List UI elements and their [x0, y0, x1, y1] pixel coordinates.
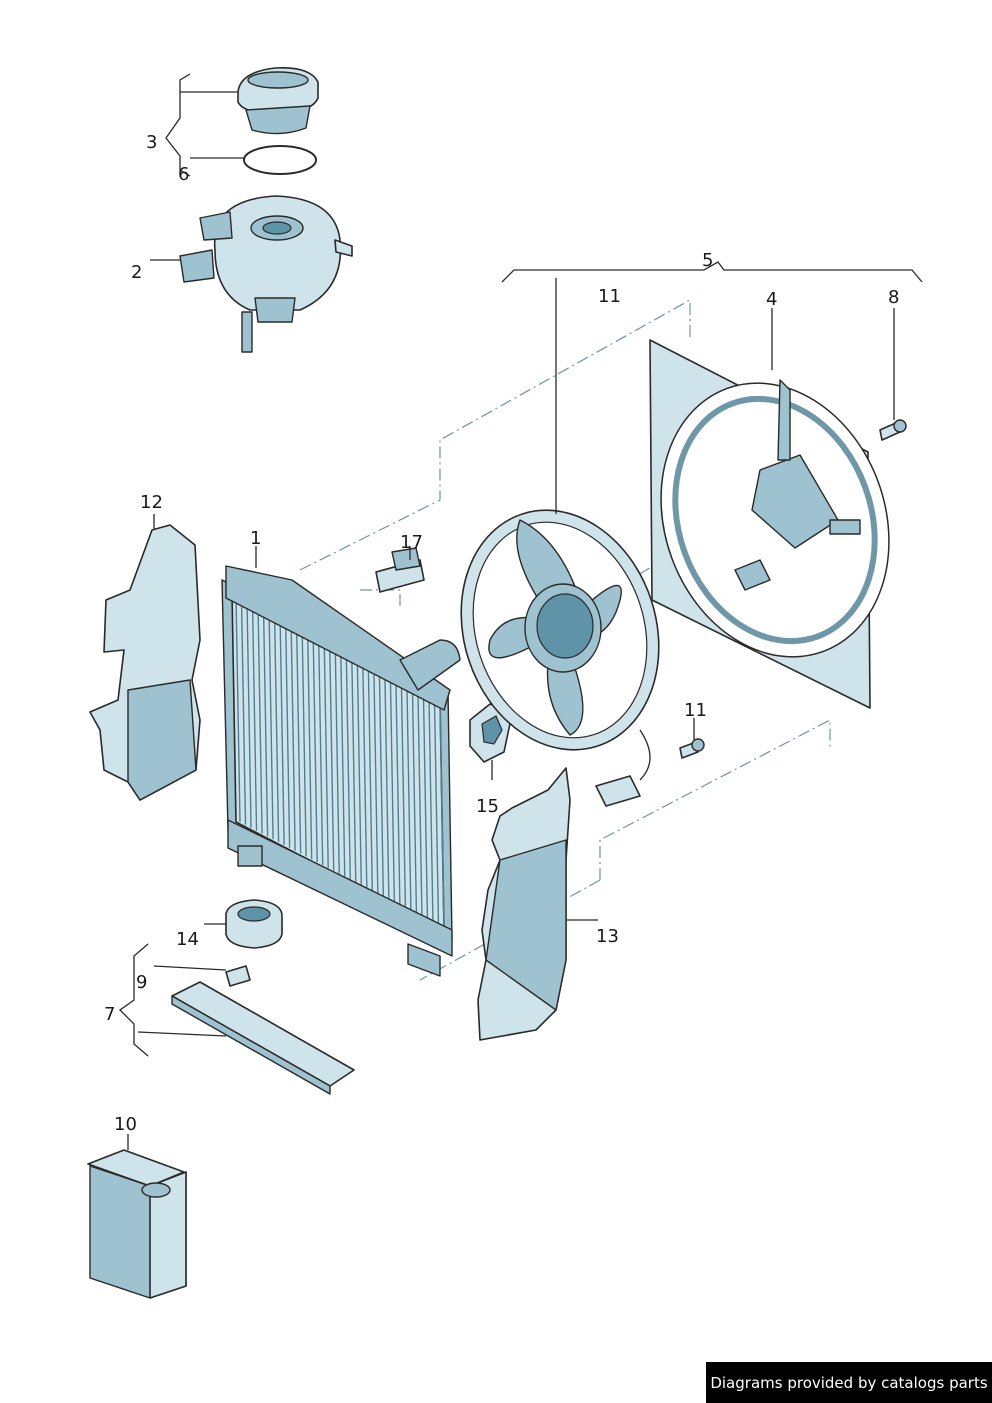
- radiator-fin: [433, 699, 440, 926]
- radiator-fin: [301, 630, 307, 857]
- radiator-fin: [417, 690, 423, 917]
- callout-15: 15: [476, 796, 499, 817]
- radiator-fin: [384, 673, 390, 900]
- radiator-fin: [312, 636, 318, 863]
- radiator-fin: [428, 696, 434, 923]
- air-guide-right: [477, 767, 571, 1041]
- radiator-fin: [290, 624, 296, 851]
- rubber-mount: [225, 899, 283, 949]
- radiator-fin: [378, 670, 385, 897]
- leader-lines: [118, 73, 923, 1150]
- radiator-fin: [284, 621, 291, 848]
- radiator-fin: [268, 613, 274, 840]
- callout-1: 1: [250, 528, 262, 549]
- bolt-upper: [879, 419, 907, 441]
- air-guide-left: [89, 524, 201, 801]
- radiator-fin: [411, 687, 418, 914]
- hose-seal: [469, 703, 513, 763]
- o-ring: [243, 145, 317, 175]
- callout-9: 9: [136, 972, 148, 993]
- radiator-fin: [406, 684, 412, 911]
- fan-shroud: [649, 339, 890, 709]
- radiator-fin: [373, 667, 379, 894]
- bolt-lower: [679, 738, 705, 759]
- callout-6: 6: [178, 164, 190, 185]
- temperature-sender: [375, 547, 425, 593]
- reservoir-cap: [237, 66, 319, 135]
- callout-3: 3: [146, 132, 158, 153]
- credit-banner: Diagrams provided by catalogs parts: [706, 1362, 992, 1403]
- radiator-fin: [257, 607, 263, 834]
- radiator-fin: [318, 638, 324, 865]
- radiator-fin: [334, 647, 340, 874]
- callout-14: 14: [176, 929, 199, 950]
- callout-12: 12: [140, 492, 163, 513]
- radiator-fin: [439, 701, 445, 929]
- radiator-fin: [389, 676, 396, 903]
- callout-11-bolt: 11: [684, 700, 707, 721]
- radiator-fin: [340, 650, 346, 877]
- radiator-fin: [345, 653, 351, 880]
- coolant-canister: [87, 1149, 187, 1299]
- radiator-fin: [395, 679, 401, 906]
- radiator-fin: [235, 595, 241, 823]
- seal-strip: [171, 981, 355, 1095]
- radiator-fin: [323, 641, 329, 868]
- radiator-fin: [351, 656, 357, 883]
- callout-5: 5: [702, 250, 714, 271]
- coolant-reservoir: [179, 195, 353, 353]
- radiator-fin: [367, 664, 374, 891]
- radiator-fin: [362, 661, 368, 888]
- radiator-fin: [240, 598, 247, 825]
- callout-8: 8: [888, 287, 900, 308]
- radiator: [221, 565, 461, 977]
- radiator-fin: [251, 604, 258, 831]
- radiator-fan: [460, 509, 660, 807]
- callout-13: 13: [596, 926, 619, 947]
- radiator-fin: [329, 644, 335, 871]
- radiator-fin: [295, 627, 302, 854]
- callout-11-fan: 11: [598, 286, 621, 307]
- callout-10: 10: [114, 1114, 137, 1135]
- callout-17: 17: [400, 532, 423, 553]
- radiator-fin: [246, 601, 252, 828]
- radiator-fin: [306, 633, 313, 860]
- callout-4: 4: [766, 289, 778, 310]
- radiator-fin: [422, 693, 429, 920]
- radiator-fin: [279, 618, 285, 845]
- radiator-fin: [400, 681, 407, 908]
- radiator-fin: [356, 659, 362, 886]
- retaining-clip: [225, 965, 251, 987]
- callout-2: 2: [131, 262, 143, 283]
- callout-7: 7: [104, 1004, 116, 1025]
- radiator-fin: [273, 616, 280, 843]
- radiator-fin: [262, 610, 269, 837]
